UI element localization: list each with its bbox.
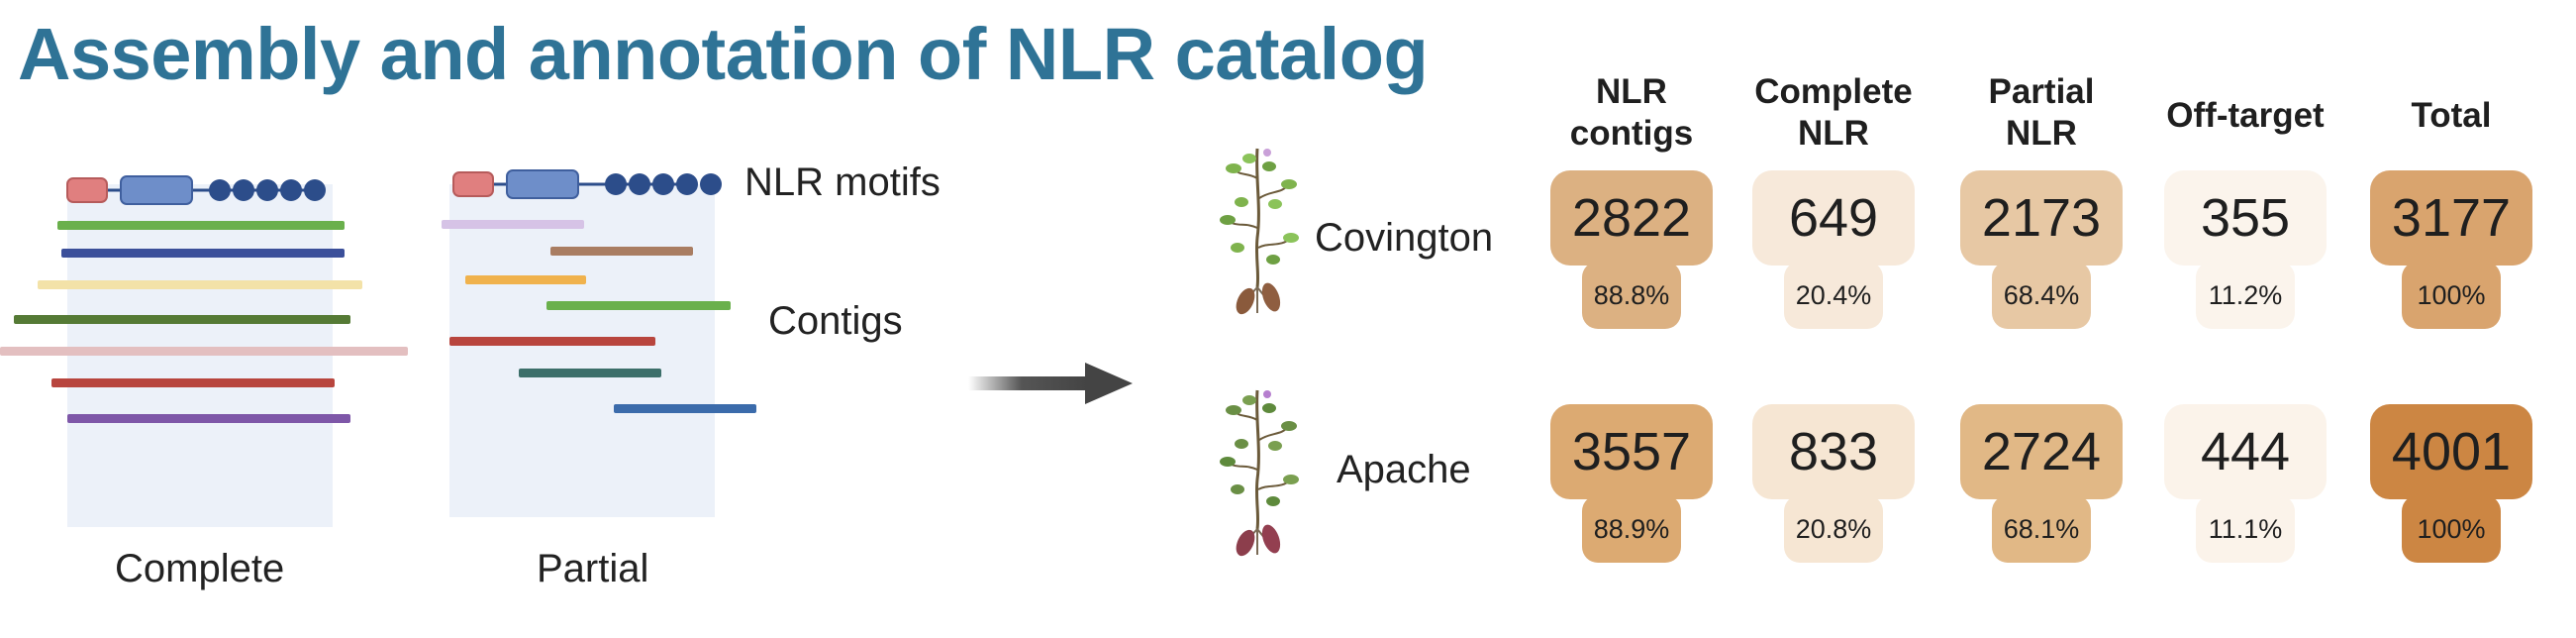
covington-plant-icon (1220, 148, 1299, 315)
cell-percent: 68.4% (1992, 262, 2091, 329)
cell-percent: 20.4% (1784, 262, 1883, 329)
header-total: Total (2411, 96, 2492, 135)
arrow-right-icon (968, 363, 1133, 404)
header-off-target: Off-target (2166, 96, 2325, 135)
cell-percent: 100% (2402, 262, 2501, 329)
contig-bar (550, 247, 693, 256)
contigs-label: Contigs (768, 299, 903, 343)
cell-value: 355 (2164, 170, 2327, 266)
cell-percent: 11.1% (2196, 495, 2295, 563)
partial-label: Partial (537, 547, 649, 590)
cell-percent: 68.1% (1992, 495, 2091, 563)
figure-title: Assembly and annotation of NLR catalog (18, 13, 1429, 95)
contig-bar (0, 347, 408, 356)
cell-value: 3177 (2370, 170, 2532, 266)
cell-percent: 100% (2402, 495, 2501, 563)
cell-value: 649 (1752, 170, 1915, 266)
contig-bar (57, 221, 345, 230)
contig-bar (465, 275, 586, 284)
cell-value: 2724 (1960, 404, 2123, 499)
partial-panel (449, 184, 715, 517)
cell-percent: 20.8% (1784, 495, 1883, 563)
nlr-motif-partial-icon (452, 169, 722, 199)
cell-percent: 11.2% (2196, 262, 2295, 329)
contig-bar (519, 369, 661, 377)
contig-bar (51, 378, 335, 387)
cell-value: 3557 (1550, 404, 1713, 499)
row-label-covington: Covington (1315, 216, 1494, 260)
row-label-apache: Apache (1337, 448, 1471, 491)
contig-bar (614, 404, 756, 413)
complete-panel (67, 184, 333, 527)
complete-label: Complete (115, 547, 285, 590)
nlr-motif-complete-icon (66, 175, 326, 205)
contig-bar (14, 315, 350, 324)
contig-bar (61, 249, 345, 258)
nlr-motifs-label: NLR motifs (744, 160, 941, 204)
cell-value: 2173 (1960, 170, 2123, 266)
contig-bar (546, 301, 731, 310)
cell-value: 4001 (2370, 404, 2532, 499)
contig-bar (38, 280, 362, 289)
contig-bar (67, 414, 350, 423)
contig-bar (442, 220, 584, 229)
apache-plant-icon (1220, 389, 1299, 557)
cell-percent: 88.8% (1582, 262, 1681, 329)
cell-value: 833 (1752, 404, 1915, 499)
cell-value: 444 (2164, 404, 2327, 499)
cell-percent: 88.9% (1582, 495, 1681, 563)
contig-bar (449, 337, 655, 346)
cell-value: 2822 (1550, 170, 1713, 266)
